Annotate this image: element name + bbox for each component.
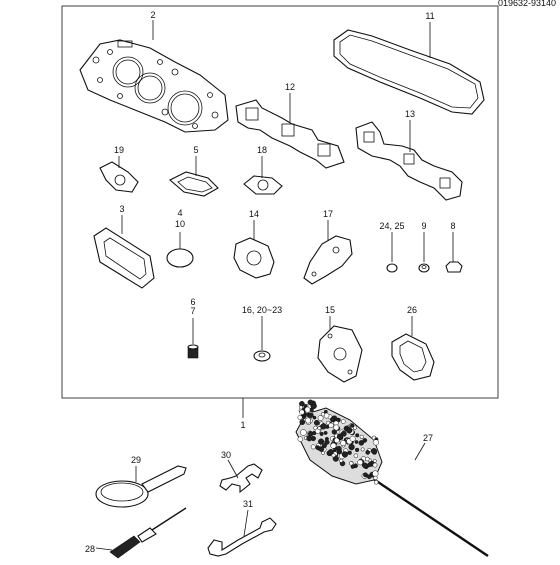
callout-24-25: 24, 25	[379, 221, 404, 231]
round-gasket-18	[243, 175, 283, 195]
hone-brush	[295, 399, 489, 557]
washer-8	[445, 261, 463, 273]
callout-31: 31	[243, 499, 253, 509]
seal-washer-16	[253, 350, 271, 362]
pump-gasket-17	[303, 235, 353, 285]
callout-13: 13	[405, 109, 415, 119]
callout-2: 2	[150, 10, 155, 20]
o-ring-4	[166, 248, 194, 268]
callout-5: 5	[193, 145, 198, 155]
callout-17: 17	[323, 209, 333, 219]
head-gasket	[79, 39, 229, 133]
callout-27: 27	[423, 433, 433, 443]
square-gasket-14	[233, 237, 275, 279]
callout-26: 26	[407, 305, 417, 315]
washer-9	[418, 263, 430, 273]
kit-label: 1	[240, 420, 245, 430]
callout-12: 12	[285, 82, 295, 92]
drawing-code: 019632-93140	[498, 0, 556, 8]
pump-gasket-15	[317, 325, 363, 383]
o-ring-24	[386, 263, 398, 273]
kit-frame	[61, 5, 499, 399]
callout-9: 9	[421, 221, 426, 231]
wrench-31	[207, 517, 277, 557]
rocker-cover-gasket	[333, 29, 485, 115]
callout-7: 7	[190, 306, 195, 316]
screwdriver	[109, 507, 187, 559]
callout-18: 18	[257, 145, 267, 155]
callout-8: 8	[450, 221, 455, 231]
callout-30: 30	[221, 450, 231, 460]
wrench-30	[219, 463, 263, 494]
callout-15: 15	[325, 305, 335, 315]
callout-4: 4	[177, 208, 182, 218]
callout-10: 10	[175, 219, 185, 229]
callout-16: 16, 20~23	[242, 305, 282, 315]
filter-wrench	[95, 465, 187, 508]
cover-gasket-3	[93, 227, 155, 289]
small-gasket-19	[99, 161, 139, 193]
callout-29: 29	[131, 455, 141, 465]
callout-11: 11	[425, 11, 434, 21]
gasket-26	[391, 333, 435, 381]
valve-seal-6	[187, 344, 199, 359]
thermostat-gasket	[169, 171, 219, 197]
callout-28: 28	[85, 544, 95, 554]
callout-6: 6	[190, 297, 195, 307]
exhaust-manifold-gasket	[355, 121, 463, 201]
intake-manifold-gasket	[235, 99, 345, 169]
callout-19: 19	[114, 145, 124, 155]
callout-3: 3	[119, 204, 124, 214]
callout-14: 14	[249, 209, 259, 219]
